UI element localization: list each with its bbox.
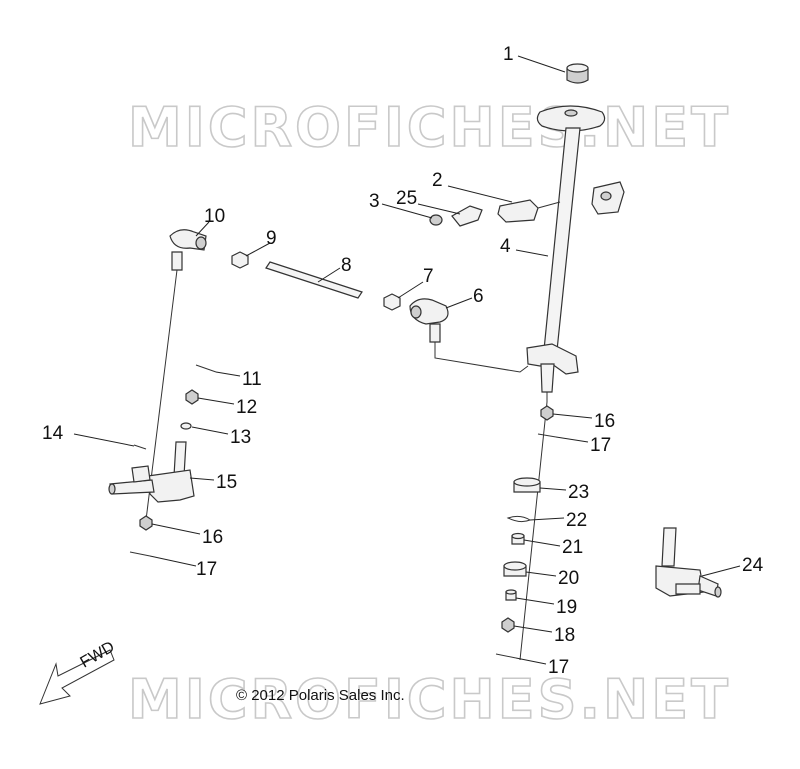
leader-2 [447, 185, 513, 203]
leader-15 [189, 477, 215, 481]
callout-18: 18 [554, 625, 575, 646]
leader-17b [555, 436, 589, 443]
leader-3 [381, 203, 433, 219]
leader-16b [552, 413, 593, 419]
callout-24: 24 [742, 555, 764, 576]
leader-17a [149, 555, 197, 567]
leader-4 [515, 249, 549, 257]
part-23-bushing [513, 477, 541, 493]
callout-16b: 16 [594, 411, 615, 432]
part-7-nut [383, 293, 401, 311]
callout-17a: 17 [196, 559, 217, 580]
watermark-top: MICROFICHES.NET [128, 96, 731, 159]
callout-22: 22 [566, 510, 587, 531]
leader-9 [245, 242, 271, 257]
part-1-cap [566, 63, 589, 84]
part-24-spindle-right [655, 527, 722, 598]
callout-17c: 17 [548, 657, 569, 678]
callout-6: 6 [473, 286, 484, 307]
leader-12 [197, 397, 235, 405]
part-25-plate [451, 205, 483, 227]
leader-1 [517, 55, 566, 73]
copyright-text: © 2012 Polaris Sales Inc. [236, 687, 405, 704]
callout-10: 10 [204, 206, 225, 227]
callout-11: 11 [242, 369, 262, 390]
callout-7: 7 [423, 266, 434, 287]
leader-14 [73, 433, 135, 447]
leader-8 [317, 267, 341, 283]
leader-7 [397, 281, 424, 299]
part-16-nut-left [139, 515, 153, 531]
callout-20: 20 [558, 568, 579, 589]
leader-21 [523, 539, 561, 547]
callout-13: 13 [230, 427, 251, 448]
callout-25: 25 [396, 188, 417, 209]
part-19-spacer [505, 589, 517, 601]
part-18-nut [501, 617, 515, 633]
leader-20 [525, 571, 557, 577]
leader-6 [445, 297, 473, 309]
part-2-bracket [497, 199, 561, 223]
callout-21: 21 [562, 537, 583, 558]
part-20-bushing [503, 561, 527, 577]
leader-17c [515, 657, 547, 665]
part-17-cotter-center [537, 433, 557, 438]
leader-16a [151, 523, 201, 535]
leader-10 [195, 221, 210, 237]
fwd-arrow [39, 649, 115, 705]
part-4-steering-shaft [526, 105, 606, 402]
fwd-label: FWD [78, 639, 118, 672]
center-axis-line [519, 401, 548, 661]
part-12-castle-nut [185, 389, 199, 405]
part-17-cotter-bottom [495, 653, 517, 659]
callout-16a: 16 [202, 527, 223, 548]
callout-2: 2 [432, 170, 443, 191]
leader-25 [417, 203, 461, 215]
leader-18 [513, 625, 553, 633]
watermark-bottom: MICROFICHES.NET [128, 668, 731, 731]
callout-9: 9 [266, 228, 277, 249]
callout-15: 15 [216, 472, 237, 493]
callout-1: 1 [503, 44, 514, 65]
part-3-nut [429, 214, 443, 226]
callout-8: 8 [341, 255, 352, 276]
part-22-clip [506, 515, 532, 523]
part-13-washer [180, 422, 192, 430]
callout-19: 19 [556, 597, 577, 618]
callout-4: 4 [500, 236, 511, 257]
part-14-pin [133, 444, 147, 450]
part-10-tie-rod-end [169, 229, 207, 271]
part-6-tie-rod-end [409, 298, 449, 343]
leader-23 [539, 487, 567, 491]
leader-24 [701, 565, 741, 577]
leader-22 [529, 517, 565, 521]
part-9-nut [231, 251, 249, 269]
part-16-nut-center [540, 405, 554, 421]
callout-14: 14 [42, 423, 64, 444]
callout-3: 3 [369, 191, 380, 212]
leader-11 [215, 371, 241, 377]
leader-13 [191, 426, 229, 435]
callout-12: 12 [236, 397, 257, 418]
callout-17b: 17 [590, 435, 611, 456]
part-8-rod [265, 261, 363, 299]
callout-23: 23 [568, 482, 589, 503]
part-clamp-bracket [591, 181, 625, 215]
leader-19 [515, 597, 555, 605]
part-15-spindle-left [108, 441, 195, 503]
part-17-cotter-left [129, 551, 151, 557]
part-11-cotter-pin [195, 364, 217, 373]
part-21-washer [511, 532, 525, 545]
tie-rod-center-line [434, 342, 529, 373]
